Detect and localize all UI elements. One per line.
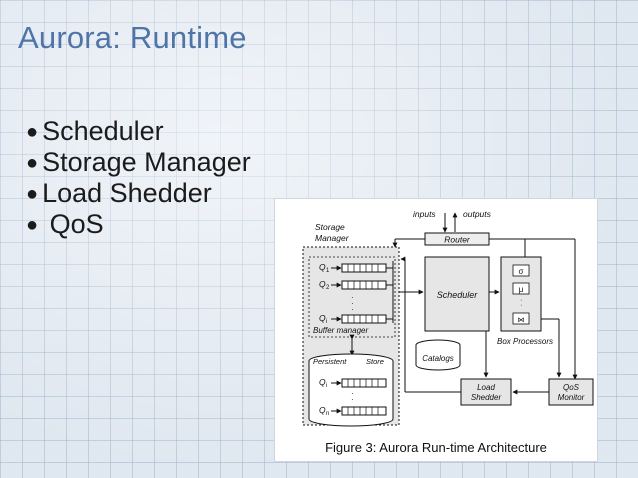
- bullet-item: ●Load Shedder: [26, 178, 251, 209]
- bullet-text: QoS: [49, 209, 104, 239]
- router-label: Router: [444, 235, 471, 245]
- shedder-label: Shedder: [471, 393, 502, 402]
- queue-label: Q: [319, 262, 326, 272]
- mu-symbol: μ: [519, 285, 524, 294]
- ellipsis-dots: ·: [351, 395, 354, 404]
- sigma-symbol: σ: [519, 267, 524, 276]
- bullet-dot-icon: ●: [26, 121, 39, 143]
- queue-bar: [341, 406, 387, 416]
- buffer-manager-label: Buffer manager: [313, 326, 368, 335]
- bullet-dot-icon: ●: [26, 183, 39, 205]
- qos-monitor-box: [548, 378, 594, 406]
- queue-row: Q n: [319, 405, 387, 417]
- box-mu: [512, 282, 530, 295]
- queue-cells: [347, 315, 379, 323]
- queue-cells: [347, 281, 379, 289]
- queue-cells: [347, 264, 379, 272]
- queue-subscript: n: [326, 411, 329, 417]
- bullet-dot-icon: ●: [26, 152, 39, 174]
- qos-label: QoS: [563, 383, 580, 392]
- box-join: [512, 312, 530, 325]
- queue-row: Q 1: [319, 262, 393, 274]
- figure-caption: Figure 3: Aurora Run-time Architecture: [325, 440, 547, 455]
- queue-bar: [341, 280, 387, 290]
- ellipsis-dots: ·: [520, 297, 522, 304]
- bullet-dot-icon: ●: [26, 214, 39, 236]
- ellipsis-dots: ·: [351, 299, 354, 308]
- queue-subscript: 2: [326, 285, 330, 291]
- queue-bar: [341, 263, 387, 273]
- queue-subscript: 1: [326, 268, 330, 274]
- slide-title: Aurora: Runtime: [18, 20, 247, 55]
- queue-subscript: i: [326, 383, 327, 389]
- load-label: Load: [477, 383, 495, 392]
- bullet-item: ●Storage Manager: [26, 147, 251, 178]
- queue-subscript: i: [326, 319, 327, 325]
- queue-label: Q: [319, 377, 326, 387]
- ellipsis-dots: ·: [351, 293, 354, 302]
- bullet-text: Load Shedder: [42, 178, 212, 208]
- box-sigma: [512, 264, 530, 277]
- persistent-label: Persistent: [313, 357, 347, 366]
- queue-row: Q i: [319, 313, 393, 325]
- bullet-text: Storage Manager: [42, 147, 251, 177]
- queue-row: Q i: [319, 377, 387, 389]
- ellipsis-dots: ·: [351, 305, 354, 314]
- catalogs-body: [415, 345, 461, 371]
- monitor-label: Monitor: [558, 393, 585, 402]
- bullet-item: ●Scheduler: [26, 116, 251, 147]
- catalogs-label: Catalogs: [422, 354, 454, 363]
- queue-cells: [347, 379, 379, 387]
- bullet-item: ● QoS: [26, 209, 251, 240]
- queue-row: Q 2: [319, 279, 393, 291]
- inputs-label: inputs: [413, 209, 436, 219]
- bullet-list: ●Scheduler ●Storage Manager ●Load Shedde…: [26, 116, 251, 240]
- box-processors-label: Box Processors: [497, 337, 553, 346]
- queue-label: Q: [319, 279, 326, 289]
- queue-cells: [347, 407, 379, 415]
- ellipsis-dots: ·: [520, 302, 522, 309]
- bullet-text: Scheduler: [42, 116, 164, 146]
- outputs-label: outputs: [463, 209, 492, 219]
- scheduler-box: [424, 256, 490, 332]
- queue-label: Q: [319, 313, 326, 323]
- queue-label: Q: [319, 405, 326, 415]
- store-label: Store: [366, 357, 384, 366]
- architecture-diagram: inputs outputs Storage Manager Router Q …: [302, 209, 594, 455]
- manager-label: Manager: [315, 233, 350, 243]
- ellipsis-dots: ·: [351, 389, 354, 398]
- join-symbol: ⋈: [518, 317, 525, 324]
- architecture-figure: inputs outputs Storage Manager Router Q …: [274, 198, 598, 462]
- queue-bar: [341, 378, 387, 388]
- load-shedder-box: [460, 378, 512, 406]
- queue-bar: [341, 314, 387, 324]
- scheduler-label: Scheduler: [437, 290, 479, 300]
- storage-label: Storage: [315, 222, 345, 232]
